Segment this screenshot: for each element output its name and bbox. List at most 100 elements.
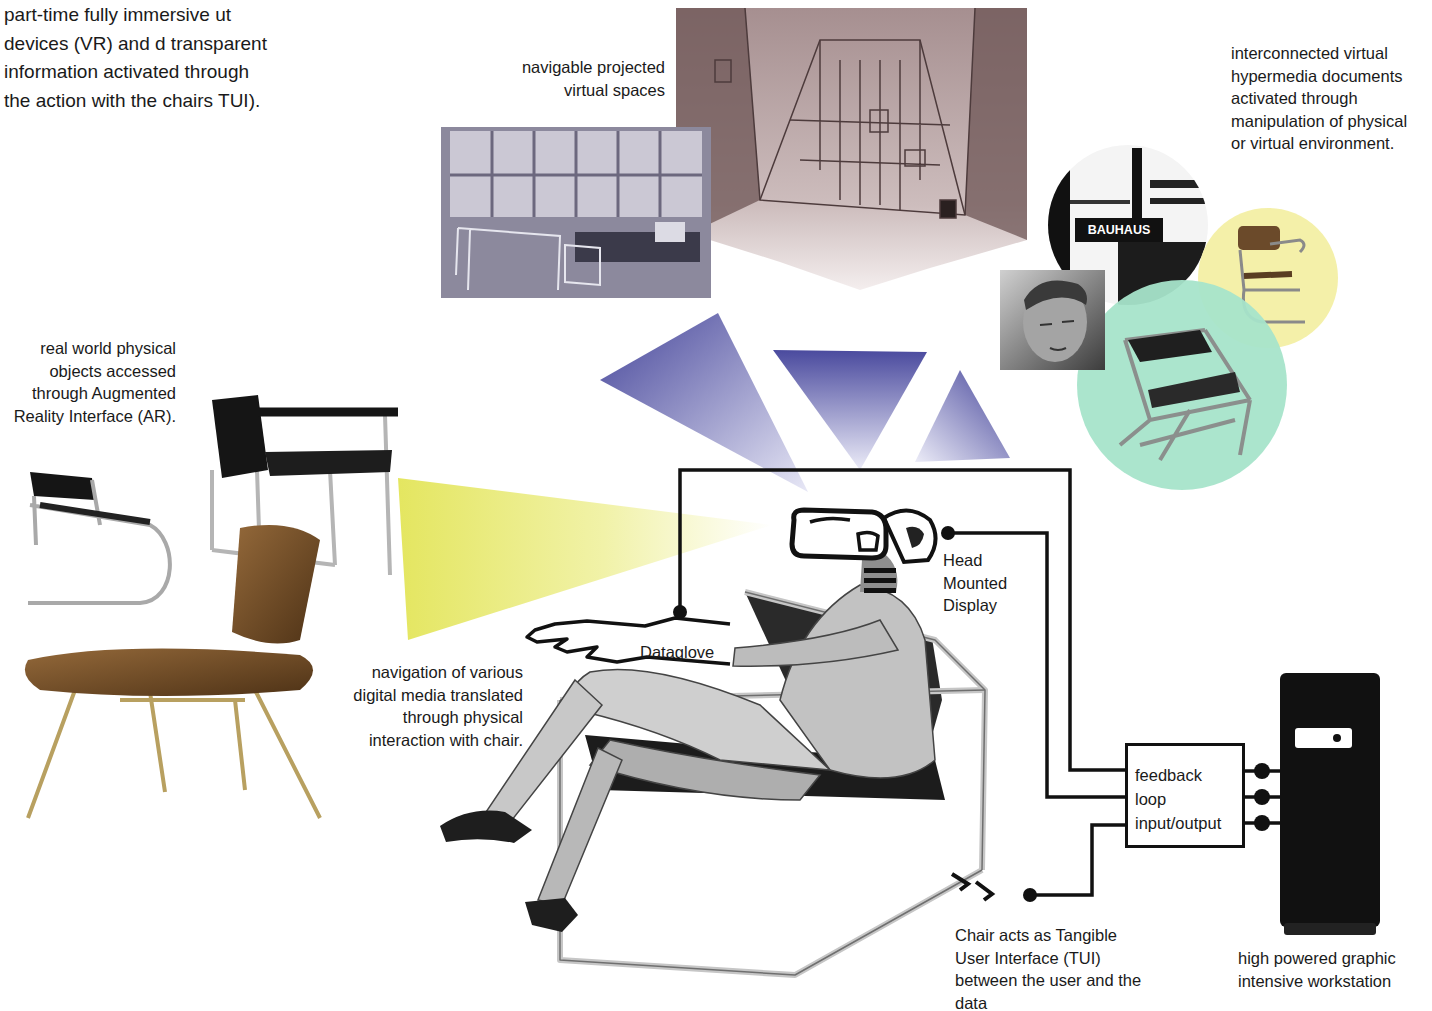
signal-wire xyxy=(948,533,1125,797)
ar-view-cone xyxy=(398,478,772,640)
interior-photo xyxy=(456,228,560,290)
interior-photo xyxy=(441,127,711,298)
drive-bay xyxy=(1295,728,1352,748)
signal-wire xyxy=(1030,825,1125,895)
lcw-chair xyxy=(28,690,320,818)
projection-cone xyxy=(915,370,1010,462)
annotation-text: interconnected virtual hypermedia docume… xyxy=(1231,42,1415,155)
mr-chair xyxy=(40,505,150,522)
green-bubble xyxy=(1140,410,1235,460)
lcw-chair xyxy=(232,525,320,644)
virtual-room-sketch xyxy=(715,60,731,82)
virtual-room-sketch xyxy=(840,60,900,210)
virtual-room-sketch xyxy=(905,150,925,166)
tui-marker-shape xyxy=(948,868,1030,908)
drive-button xyxy=(1333,734,1341,742)
wire-terminal xyxy=(941,526,955,540)
wire-terminal xyxy=(1254,789,1270,805)
seated-figure xyxy=(864,568,896,573)
seated-figure xyxy=(525,898,578,932)
seated-figure xyxy=(486,680,602,820)
wire xyxy=(673,470,1125,770)
portrait-photo xyxy=(1000,270,1105,370)
portrait-photo xyxy=(1040,321,1074,350)
yellow-bubble xyxy=(1238,226,1280,250)
dataglove-outline xyxy=(527,618,730,664)
seated-figure xyxy=(440,552,935,932)
mr-chair xyxy=(28,472,170,603)
green-bubble xyxy=(1128,330,1212,362)
seated-figure xyxy=(860,552,897,592)
virtual-room-sketch xyxy=(870,110,888,132)
seated-figure xyxy=(574,669,830,770)
lc1-chair xyxy=(258,408,398,417)
signal-wire xyxy=(1245,795,1280,799)
wire-terminal xyxy=(1023,888,1037,902)
projection-cone xyxy=(600,313,1010,492)
virtual-room-sketch xyxy=(745,8,975,215)
signal-wire xyxy=(1245,821,1280,825)
virtual-room-sketch xyxy=(676,8,1027,290)
projection-cone xyxy=(600,313,808,492)
interior-photo xyxy=(456,228,600,290)
virtual-room-sketch xyxy=(790,40,950,180)
portrait-photo xyxy=(1024,280,1087,310)
virtual-room-sketch xyxy=(965,8,1027,240)
lcw-chair xyxy=(25,649,313,696)
dataglove-shape xyxy=(525,612,730,670)
bauhaus-photo xyxy=(1150,180,1210,188)
green-bubble xyxy=(1077,280,1287,490)
signal-wire xyxy=(1245,769,1280,773)
annotation-text: real world physical objects accessed thr… xyxy=(8,337,176,427)
interior-photo xyxy=(441,127,711,298)
green-bubble xyxy=(1148,372,1240,408)
dataglove: Dataglove xyxy=(525,612,730,670)
annotation-text: navigable projected virtual spaces xyxy=(490,56,665,101)
seated-figure xyxy=(864,578,896,583)
annotation-text: part-time fully immersive ut devices (VR… xyxy=(4,1,269,115)
mr-chair xyxy=(28,480,170,603)
annotation-text: navigation of various digital media tran… xyxy=(345,661,523,751)
head-mounted-display: Head Mounted Display xyxy=(788,498,948,563)
head-mounted-display-shape xyxy=(788,498,948,563)
portrait-photo xyxy=(1000,270,1105,370)
seated-figure xyxy=(733,620,898,666)
hmd-outline xyxy=(906,527,924,548)
virtual-room-sketch xyxy=(676,8,1027,290)
interior-photo xyxy=(450,174,702,177)
bauhaus-photo xyxy=(1150,198,1210,204)
green-bubble xyxy=(1120,330,1250,455)
wire-terminal xyxy=(1254,815,1270,831)
lc1-chair xyxy=(212,395,268,478)
virtual-room-sketch xyxy=(940,200,956,218)
hmd-outline xyxy=(792,510,886,558)
workstation-tower xyxy=(1280,673,1380,927)
hmd-outline xyxy=(884,510,936,562)
node-label: Chair acts as Tangible User Interface (T… xyxy=(955,924,1151,1011)
lcw-chair xyxy=(28,690,320,818)
virtual-room-sketch xyxy=(760,40,965,215)
bauhaus-photo xyxy=(1070,200,1130,204)
lc1-chair xyxy=(265,450,392,476)
yellow-bubble xyxy=(1244,274,1292,276)
feedback-box: feedback loop input/output xyxy=(1125,743,1245,848)
interior-photo xyxy=(565,245,600,285)
workstation-base xyxy=(1284,923,1376,935)
workstation: high powered graphic intensive workstati… xyxy=(1280,673,1380,935)
wire xyxy=(941,526,1125,797)
projection-cone xyxy=(773,350,927,470)
wire xyxy=(1245,763,1280,779)
mr-chair xyxy=(30,472,95,500)
interior-photo xyxy=(450,131,702,217)
ar-view-cone xyxy=(398,478,772,640)
seated-figure xyxy=(864,588,896,593)
wire-terminal xyxy=(1254,763,1270,779)
bauhaus-photo xyxy=(1132,148,1142,220)
lcw-chair xyxy=(25,525,320,818)
wire xyxy=(1023,825,1125,902)
wire xyxy=(1245,815,1280,831)
node-label: Dataglove xyxy=(640,642,730,662)
green-bubble xyxy=(1077,280,1287,490)
green-bubble xyxy=(1120,330,1250,460)
